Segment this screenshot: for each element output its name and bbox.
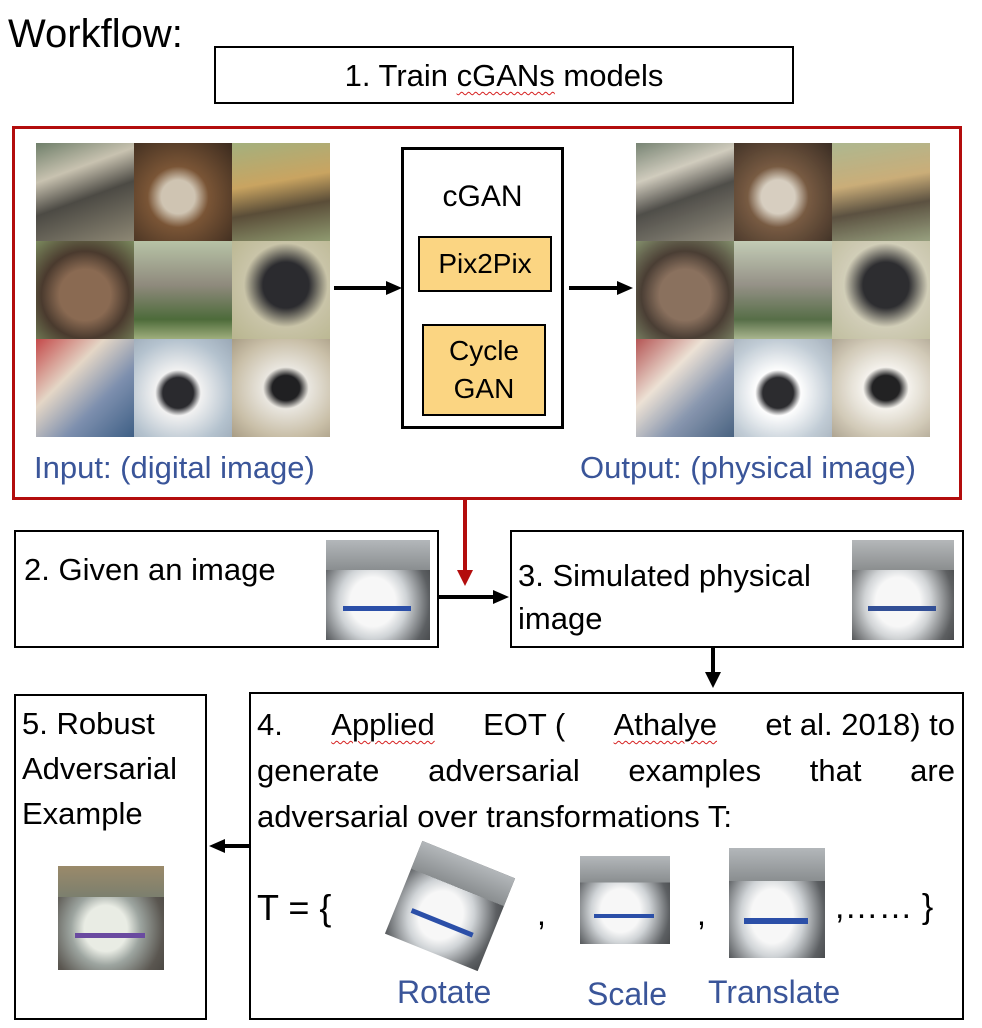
step4-text: Athalye: [613, 707, 718, 742]
input-photo: [134, 241, 232, 339]
output-image-grid: [636, 143, 930, 437]
step4-box: 4. Applied EOT ( Athalye et al. 2018) to…: [249, 692, 964, 1020]
transform-set-close: ,…… }: [835, 888, 934, 926]
cgan-panel: [12, 126, 962, 500]
step4-line-3: adversarial over transformations T:: [257, 799, 732, 834]
input-photo: [134, 339, 232, 437]
output-photo: [832, 241, 930, 339]
step1-label-prefix: 1. Train: [344, 58, 457, 93]
step1-label-suffix: models: [554, 58, 664, 93]
step4-line-2: generate adversarial examples that are: [257, 753, 955, 788]
robust-adversarial-photo: [58, 866, 164, 970]
transform-set-open: T = {: [257, 887, 332, 928]
step2-box: 2. Given an image: [14, 530, 439, 648]
scale-label: Scale: [587, 976, 668, 1012]
arrow-down-icon: [457, 500, 473, 586]
scale-transform-photo: [580, 856, 670, 944]
rotate-label: Rotate: [397, 974, 492, 1010]
output-photo: [832, 339, 930, 437]
arrow-right-icon: [569, 281, 633, 295]
translate-label: Translate: [708, 974, 841, 1010]
arrow-left-icon: [209, 839, 253, 853]
output-photo: [734, 143, 832, 241]
output-photo: [636, 241, 734, 339]
step4-line-1: 4. Applied EOT ( Athalye et al. 2018) to: [257, 702, 955, 748]
rotate-transform-photo: [384, 840, 516, 972]
input-photo: [232, 339, 330, 437]
step4-description: 4. Applied EOT ( Athalye et al. 2018) to…: [257, 702, 955, 840]
transform-separator: ,: [697, 896, 706, 932]
input-photo: [36, 241, 134, 339]
cgan-title: cGAN: [442, 180, 523, 213]
step3-box: 3. Simulated physical image: [510, 530, 964, 648]
step1-label: 1. Train cGANs models: [216, 60, 792, 91]
arrow-down-icon: [705, 648, 721, 688]
step4-text: et al. 2018) to: [765, 707, 955, 742]
workflow-title: Workflow:: [8, 12, 183, 56]
output-photo: [636, 143, 734, 241]
input-photo: [232, 143, 330, 241]
arrow-right-icon: [334, 281, 402, 295]
input-photo: [232, 241, 330, 339]
output-photo: [832, 143, 930, 241]
cyclegan-block: Cycle GAN: [422, 324, 546, 416]
step1-box: 1. Train cGANs models: [214, 46, 794, 104]
cgan-model-box: cGAN Pix2Pix Cycle GAN: [401, 147, 564, 429]
step3-label: 3. Simulated physical image: [518, 558, 811, 637]
pix2pix-block: Pix2Pix: [418, 236, 552, 292]
step4-text: EOT (: [483, 707, 566, 742]
step2-label: 2. Given an image: [24, 552, 276, 587]
output-photo: [734, 339, 832, 437]
simulated-image-photo: [852, 540, 954, 640]
output-photo: [734, 241, 832, 339]
input-photo: [36, 339, 134, 437]
input-caption: Input: (digital image): [34, 450, 315, 485]
step5-box: 5. Robust Adversarial Example: [14, 694, 207, 1020]
output-caption: Output: (physical image): [580, 450, 916, 485]
step1-label-marked: cGANs: [456, 58, 555, 93]
step4-text: 4.: [257, 707, 283, 742]
arrow-right-icon: [439, 590, 509, 604]
transform-separator: ,: [537, 896, 546, 932]
output-photo: [636, 339, 734, 437]
input-photo: [134, 143, 232, 241]
step5-label: 5. Robust Adversarial Example: [22, 706, 178, 831]
step4-text: Applied: [331, 707, 435, 742]
translate-transform-photo: [729, 848, 825, 958]
given-image-photo: [326, 540, 430, 640]
input-image-grid: [36, 143, 330, 437]
input-photo: [36, 143, 134, 241]
